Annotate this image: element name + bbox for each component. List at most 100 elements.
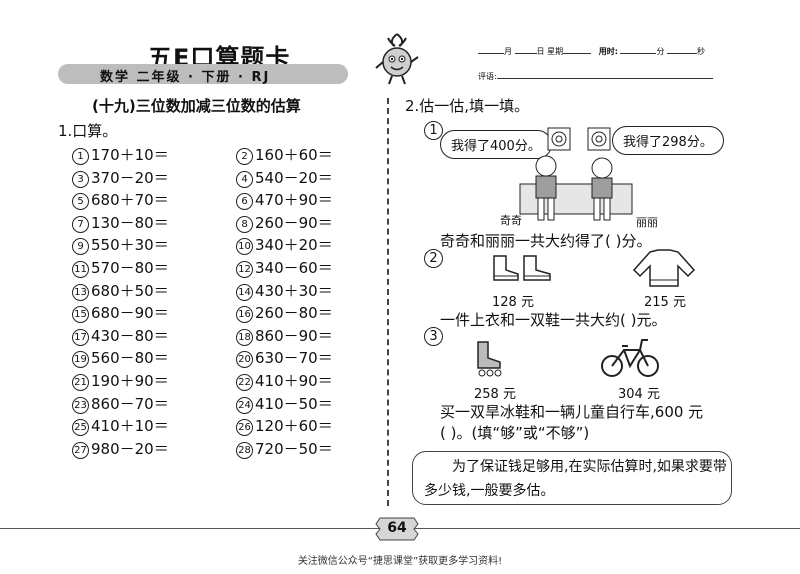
lesson-title: (十九)三位数加减三位数的估算 bbox=[92, 97, 301, 115]
problem-number: 3 bbox=[72, 170, 89, 188]
problem-number: 13 bbox=[72, 283, 89, 301]
problem-expression: 550＋30＝ bbox=[91, 236, 169, 255]
problem-expression: 190＋90＝ bbox=[91, 372, 169, 390]
problem-number: 1 bbox=[72, 148, 89, 165]
page-number: 64 bbox=[387, 520, 407, 536]
tip-box bbox=[412, 451, 732, 505]
problem-expression: 340＋20＝ bbox=[255, 236, 333, 255]
footer-note: 关注微信公众号“捷思课堂”获取更多学习资料! bbox=[297, 556, 503, 567]
problem-expression: 410－50＝ bbox=[255, 394, 333, 413]
problem-number: 23 bbox=[72, 396, 89, 414]
problem-number: 15 bbox=[72, 306, 89, 324]
sweater-icon bbox=[632, 249, 696, 287]
problem-expression: 680－90＝ bbox=[91, 304, 169, 323]
price-bike: 304 元 bbox=[618, 387, 660, 402]
problem-number: 20 bbox=[236, 351, 253, 369]
problem-number: 26 bbox=[236, 419, 253, 437]
problem-expression: 570－80＝ bbox=[91, 259, 169, 277]
name-qiqi: 奇奇 bbox=[500, 214, 522, 227]
problem-expression: 680＋70＝ bbox=[91, 191, 169, 210]
column-divider bbox=[387, 98, 389, 506]
bicycle-icon bbox=[601, 339, 659, 377]
subject-label: 数学 二年级 · 下册 · RJ bbox=[100, 70, 271, 85]
problem-expression: 410＋10＝ bbox=[91, 417, 169, 436]
problem-number: 12 bbox=[236, 261, 253, 278]
problem-number: 10 bbox=[236, 238, 253, 256]
roller-skates-icon bbox=[477, 341, 502, 377]
part-1-question: 奇奇和丽丽一共大约得了( )分。 bbox=[440, 232, 652, 250]
part-3-marker: 3 bbox=[424, 327, 445, 346]
problem-number: 6 bbox=[236, 193, 253, 211]
problem-number: 25 bbox=[72, 419, 89, 437]
problem-expression: 470＋90＝ bbox=[255, 191, 333, 210]
problem-expression: 630－70＝ bbox=[255, 349, 333, 368]
problem-expression: 430－80＝ bbox=[91, 326, 169, 345]
speech-bubble-right: 我得了298分。 bbox=[612, 126, 724, 155]
problem-expression: 130－80＝ bbox=[91, 213, 169, 232]
problem-number: 17 bbox=[72, 328, 89, 346]
problem-number: 4 bbox=[236, 170, 253, 188]
problem-number: 14 bbox=[236, 283, 253, 301]
problem-expression: 860－90＝ bbox=[255, 326, 333, 345]
problem-expression: 860－70＝ bbox=[91, 394, 169, 413]
price-shoes: 128 元 bbox=[492, 295, 534, 310]
problem-number: 9 bbox=[72, 238, 89, 256]
page-badge-icon bbox=[375, 517, 419, 541]
name-lili: 丽丽 bbox=[636, 216, 658, 229]
problem-expression: 120＋60＝ bbox=[255, 417, 333, 436]
problem-expression: 340－60＝ bbox=[255, 259, 333, 277]
problem-expression: 980－20＝ bbox=[91, 439, 169, 458]
part-1-marker: 1 bbox=[424, 121, 445, 140]
part-2-question: 一件上衣和一双鞋一共大约( )元。 bbox=[440, 311, 667, 329]
problem-expression: 540－20＝ bbox=[255, 168, 333, 187]
question-2-label: 2.估一估,填一填。 bbox=[405, 97, 530, 115]
subject-band: 数学 二年级 · 下册 · RJ bbox=[58, 64, 348, 85]
problem-number: 21 bbox=[72, 374, 89, 391]
speech-bubble-left: 我得了400分。 bbox=[440, 130, 552, 159]
date-time-line: 月 日 星期 用时: 分 秒 bbox=[478, 45, 758, 57]
problem-expression: 260－80＝ bbox=[255, 304, 333, 323]
problem-expression: 560－80＝ bbox=[91, 349, 169, 368]
problem-expression: 720－50＝ bbox=[255, 439, 333, 458]
problem-number: 19 bbox=[72, 351, 89, 369]
problem-expression: 160＋60＝ bbox=[255, 146, 333, 164]
ring-toss-scene-icon bbox=[519, 127, 633, 221]
tip-text: 为了保证钱足够用,在实际估算时,如果求要带多少钱,一般要多估。 bbox=[424, 459, 727, 499]
comment-line: 评语: bbox=[478, 70, 758, 82]
shoes-icon bbox=[493, 255, 551, 281]
problem-number: 27 bbox=[72, 441, 89, 459]
problem-number: 7 bbox=[72, 215, 89, 233]
problem-expression: 680＋50＝ bbox=[91, 281, 169, 300]
price-shirt: 215 元 bbox=[644, 295, 686, 310]
problem-number: 2 bbox=[236, 148, 253, 165]
price-skates: 258 元 bbox=[474, 387, 516, 402]
radish-mascot-icon bbox=[375, 33, 419, 85]
problem-number: 5 bbox=[72, 193, 89, 211]
problem-number: 18 bbox=[236, 328, 253, 346]
problem-expression: 430＋30＝ bbox=[255, 281, 333, 300]
problem-expression: 260－90＝ bbox=[255, 213, 333, 232]
